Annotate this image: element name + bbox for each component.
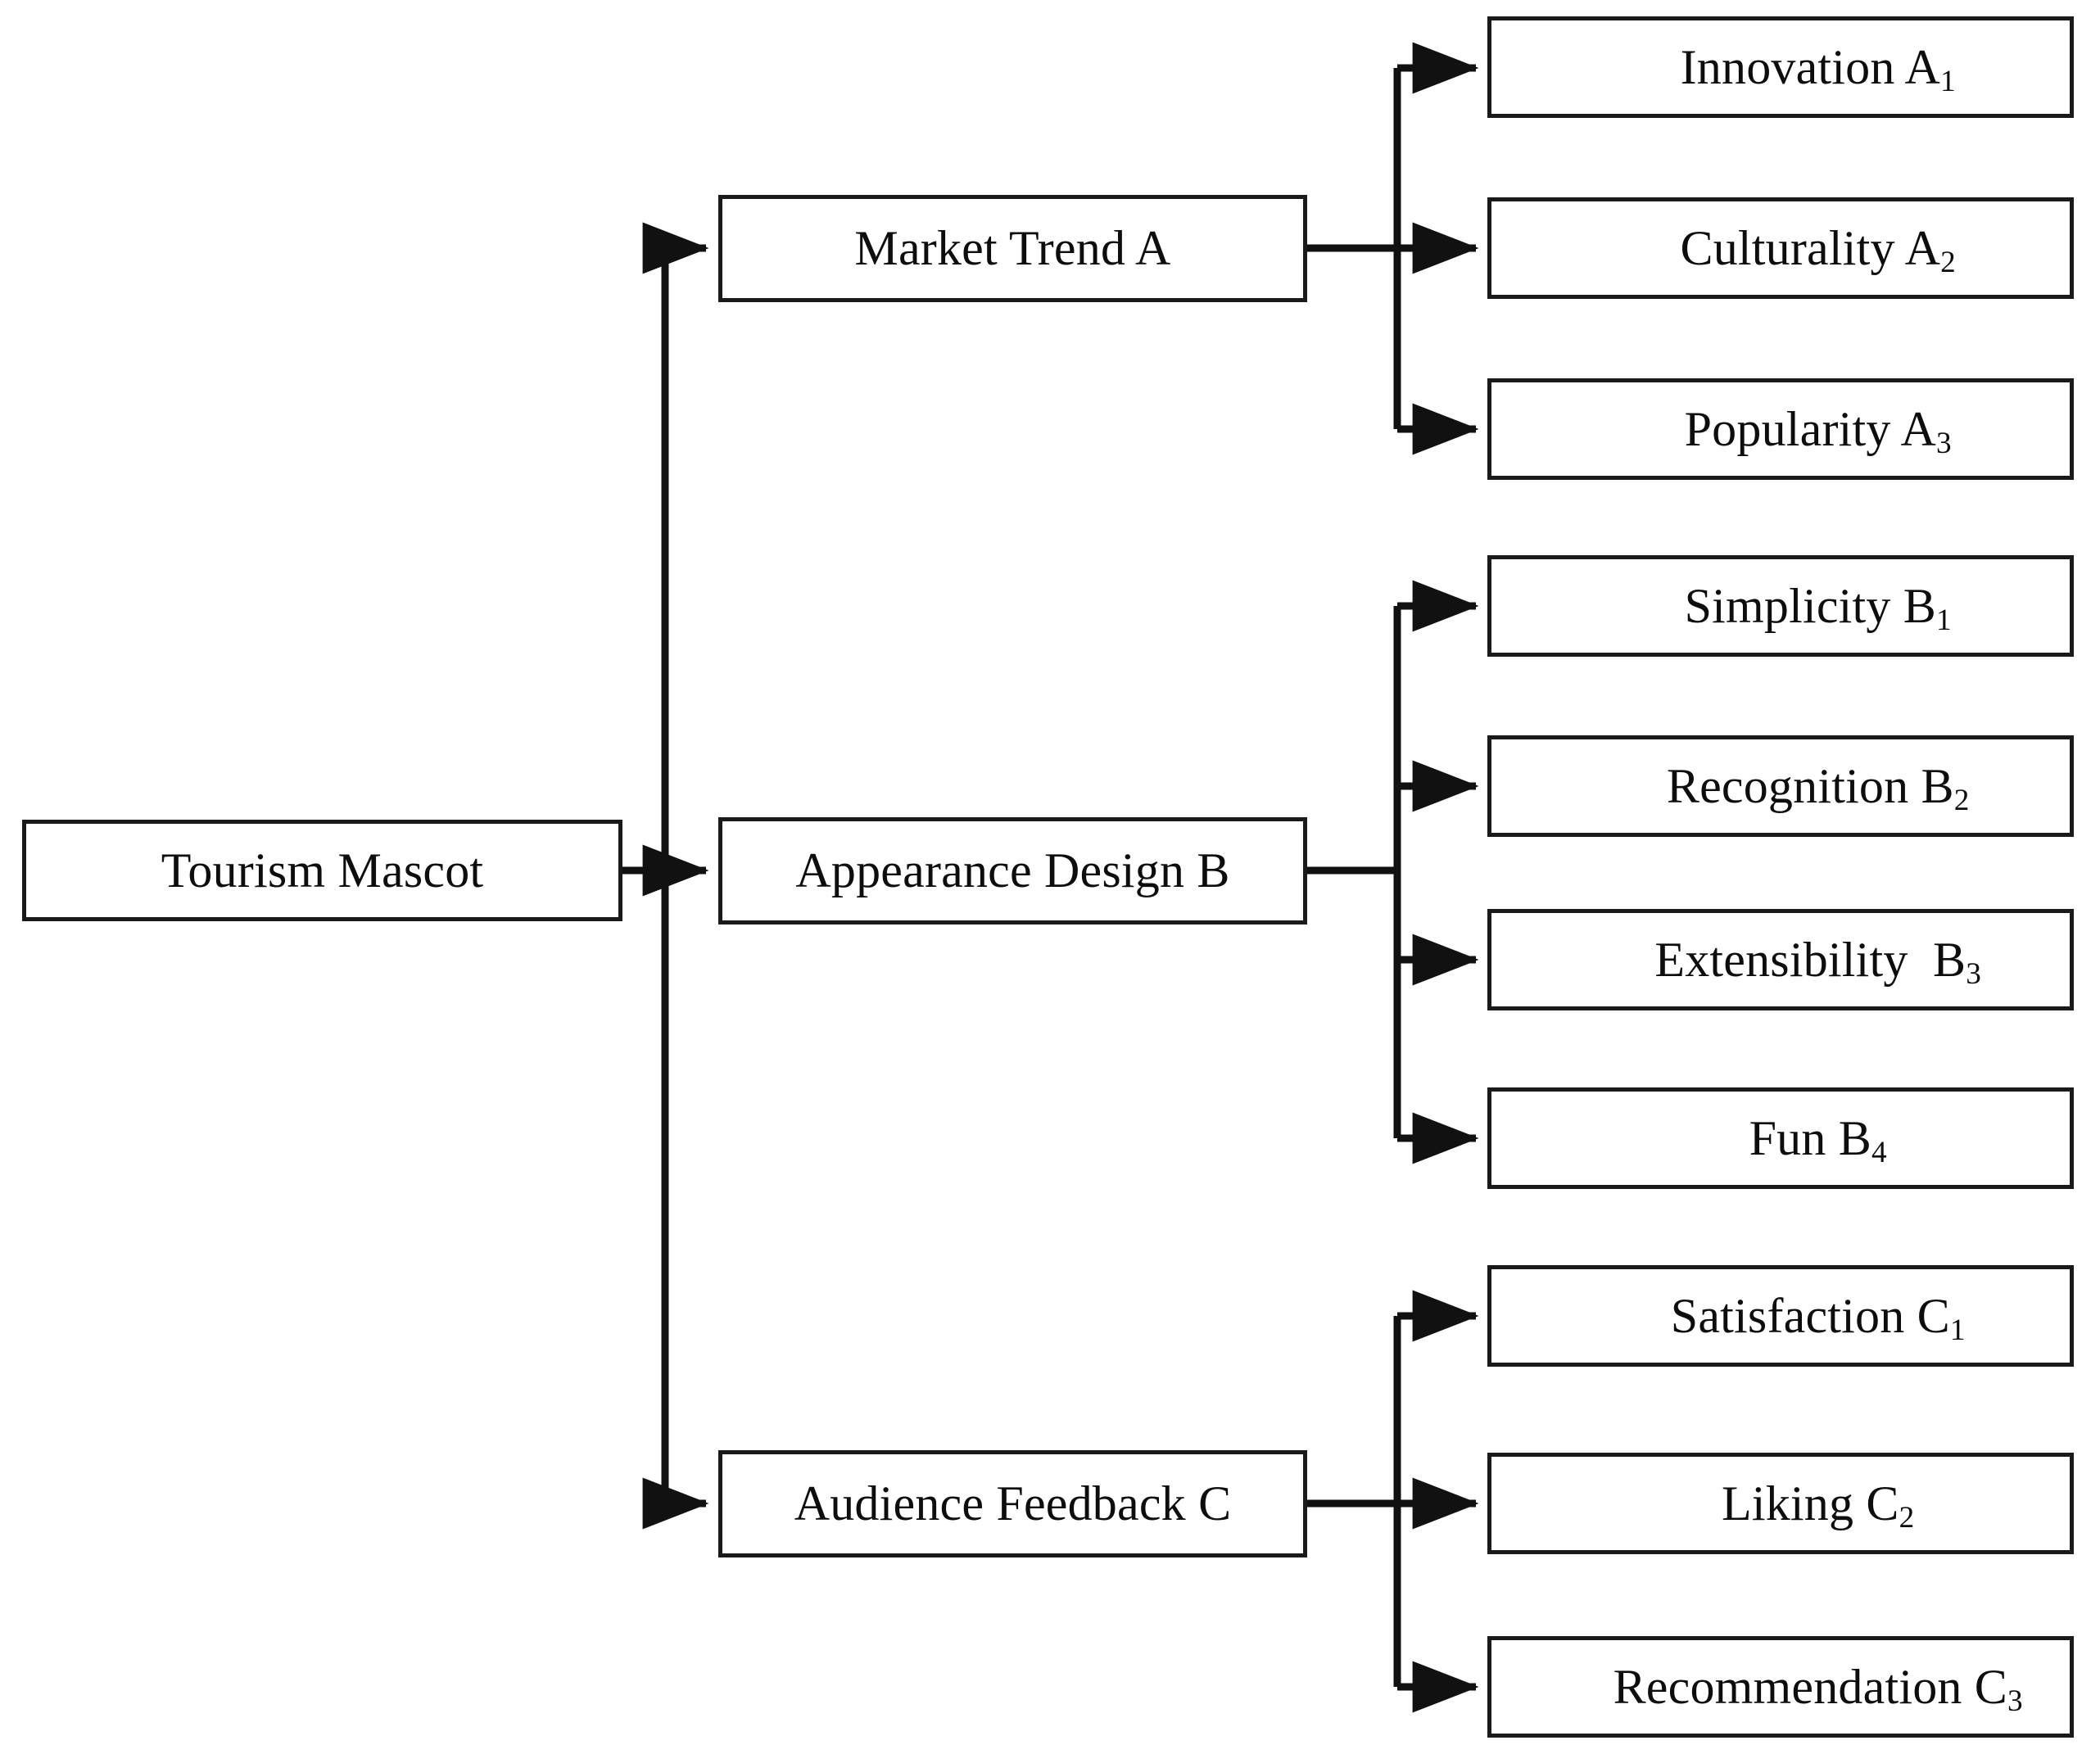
node-subcriterion-c1-satisfaction[interactable]: Satisfaction C1: [1487, 1265, 2074, 1367]
node-criterion-b-label: Appearance Design B: [795, 843, 1230, 897]
node-subcriterion-b2-subscript: 2: [1953, 784, 1970, 818]
node-subcriterion-c1-label: Satisfaction C1: [1596, 1239, 1966, 1394]
node-subcriterion-a3-subscript: 3: [1936, 427, 1952, 461]
node-subcriterion-a1-innovation[interactable]: Innovation A1: [1487, 16, 2074, 118]
node-subcriterion-a3-popularity[interactable]: Popularity A3: [1487, 378, 2074, 480]
node-subcriterion-b2-recognition[interactable]: Recognition B2: [1487, 735, 2074, 837]
node-criterion-a-label: Market Trend A: [854, 221, 1171, 275]
node-subcriterion-b4-label: Fun B4: [1674, 1061, 1887, 1216]
node-subcriterion-c1-text: Satisfaction C: [1670, 1288, 1950, 1343]
node-subcriterion-b1-label: Simplicity B1: [1609, 529, 1952, 684]
node-subcriterion-b3-extensibility[interactable]: Extensibility B3: [1487, 909, 2074, 1010]
node-subcriterion-a3-text: Popularity A: [1684, 401, 1937, 456]
node-subcriterion-b3-text: Extensibility B: [1654, 932, 1966, 987]
node-subcriterion-c2-text: Liking C: [1721, 1476, 1899, 1530]
node-subcriterion-b1-subscript: 1: [1936, 604, 1952, 638]
node-subcriterion-a2-subscript: 2: [1940, 246, 1956, 280]
node-criterion-c-audience-feedback[interactable]: Audience Feedback C: [718, 1450, 1307, 1557]
node-subcriterion-c3-recommendation[interactable]: Recommendation C3: [1487, 1636, 2074, 1738]
node-subcriterion-b4-fun[interactable]: Fun B4: [1487, 1087, 2074, 1189]
node-subcriterion-a2-culturality[interactable]: Culturality A2: [1487, 197, 2074, 299]
node-subcriterion-a1-subscript: 1: [1939, 65, 1956, 99]
node-subcriterion-a1-label: Innovation A1: [1605, 0, 1956, 145]
node-subcriterion-b2-text: Recognition B: [1666, 758, 1954, 813]
node-subcriterion-c3-subscript: 3: [2007, 1684, 2023, 1719]
node-criterion-a-market-trend[interactable]: Market Trend A: [718, 195, 1307, 302]
node-subcriterion-c2-label: Liking C2: [1647, 1426, 1914, 1581]
node-root-tourism-mascot[interactable]: Tourism Mascot: [22, 820, 622, 921]
node-subcriterion-c3-label: Recommendation C3: [1538, 1610, 2023, 1745]
node-root-label: Tourism Mascot: [161, 843, 484, 897]
node-subcriterion-b1-text: Simplicity B: [1684, 578, 1937, 633]
node-subcriterion-b4-subscript: 4: [1871, 1136, 1887, 1170]
node-subcriterion-b4-text: Fun B: [1749, 1110, 1871, 1165]
node-subcriterion-b3-subscript: 3: [1966, 957, 1981, 992]
node-subcriterion-a2-text: Culturality A: [1680, 220, 1941, 275]
node-criterion-b-appearance-design[interactable]: Appearance Design B: [718, 817, 1307, 924]
node-subcriterion-b3-label: Extensibility B3: [1580, 883, 1981, 1038]
node-subcriterion-a3-label: Popularity A3: [1609, 352, 1952, 507]
node-criterion-c-label: Audience Feedback C: [794, 1476, 1232, 1530]
node-subcriterion-c2-liking[interactable]: Liking C2: [1487, 1453, 2074, 1554]
node-subcriterion-a2-label: Culturality A2: [1605, 171, 1956, 326]
node-subcriterion-c2-subscript: 2: [1899, 1501, 1915, 1535]
node-subcriterion-c1-subscript: 1: [1949, 1313, 1966, 1348]
node-subcriterion-c3-text: Recommendation C: [1613, 1659, 2008, 1714]
node-subcriterion-a1-text: Innovation A: [1680, 39, 1940, 94]
node-subcriterion-b1-simplicity[interactable]: Simplicity B1: [1487, 555, 2074, 657]
node-subcriterion-b2-label: Recognition B2: [1592, 709, 1970, 864]
